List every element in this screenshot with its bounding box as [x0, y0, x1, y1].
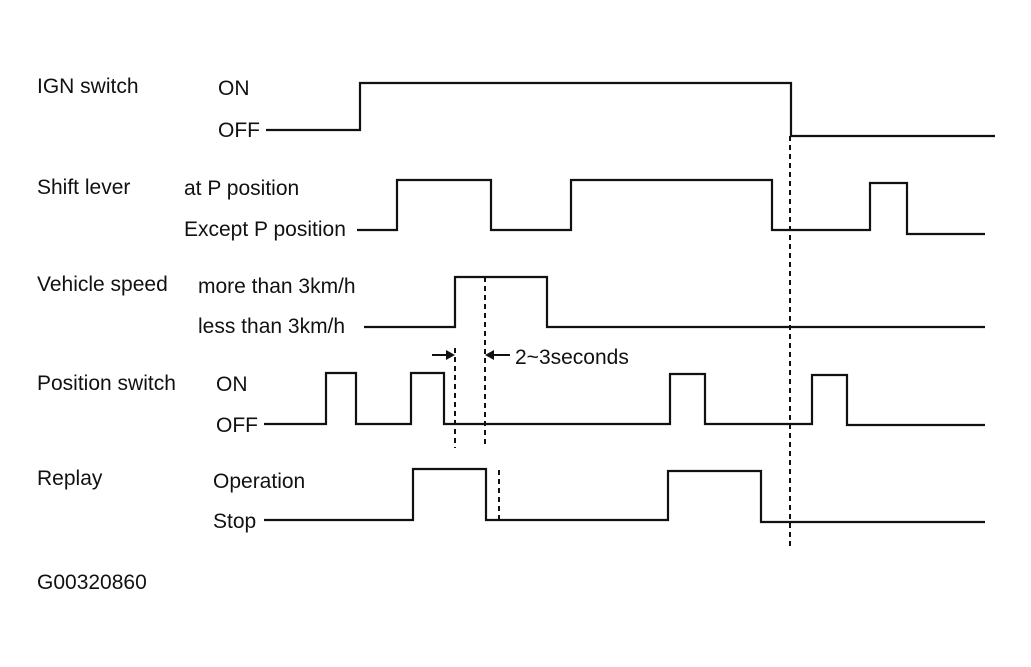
state-label-replay-stop: Stop	[213, 510, 256, 533]
signal-name-replay: Replay	[37, 467, 103, 490]
state-label-position-off: OFF	[216, 414, 258, 437]
delay-dimension-arrows	[432, 350, 510, 360]
waveform-replay	[264, 467, 985, 524]
state-label-shift-except-p: Except P position	[184, 218, 346, 241]
signal-name-shift-lever: Shift lever	[37, 176, 130, 199]
state-label-replay-operation: Operation	[213, 470, 305, 493]
signal-name-vehicle-speed: Vehicle speed	[37, 273, 168, 296]
waveform-position-switch	[264, 371, 985, 427]
waveform-ign-switch	[266, 81, 995, 138]
figure-id: G00320860	[37, 571, 147, 594]
delay-label: 2~3seconds	[515, 346, 629, 369]
waveform-vehicle-speed	[364, 275, 985, 329]
state-label-shift-p: at P position	[184, 177, 299, 200]
state-label-speed-low: less than 3km/h	[198, 315, 345, 338]
signal-name-position-switch: Position switch	[37, 372, 176, 395]
state-label-position-on: ON	[216, 373, 248, 396]
state-label-speed-high: more than 3km/h	[198, 275, 356, 298]
waveform-shift-lever	[357, 178, 985, 236]
state-label-ign-off: OFF	[218, 119, 260, 142]
signal-name-ign-switch: IGN switch	[37, 75, 139, 98]
state-label-ign-on: ON	[218, 77, 250, 100]
